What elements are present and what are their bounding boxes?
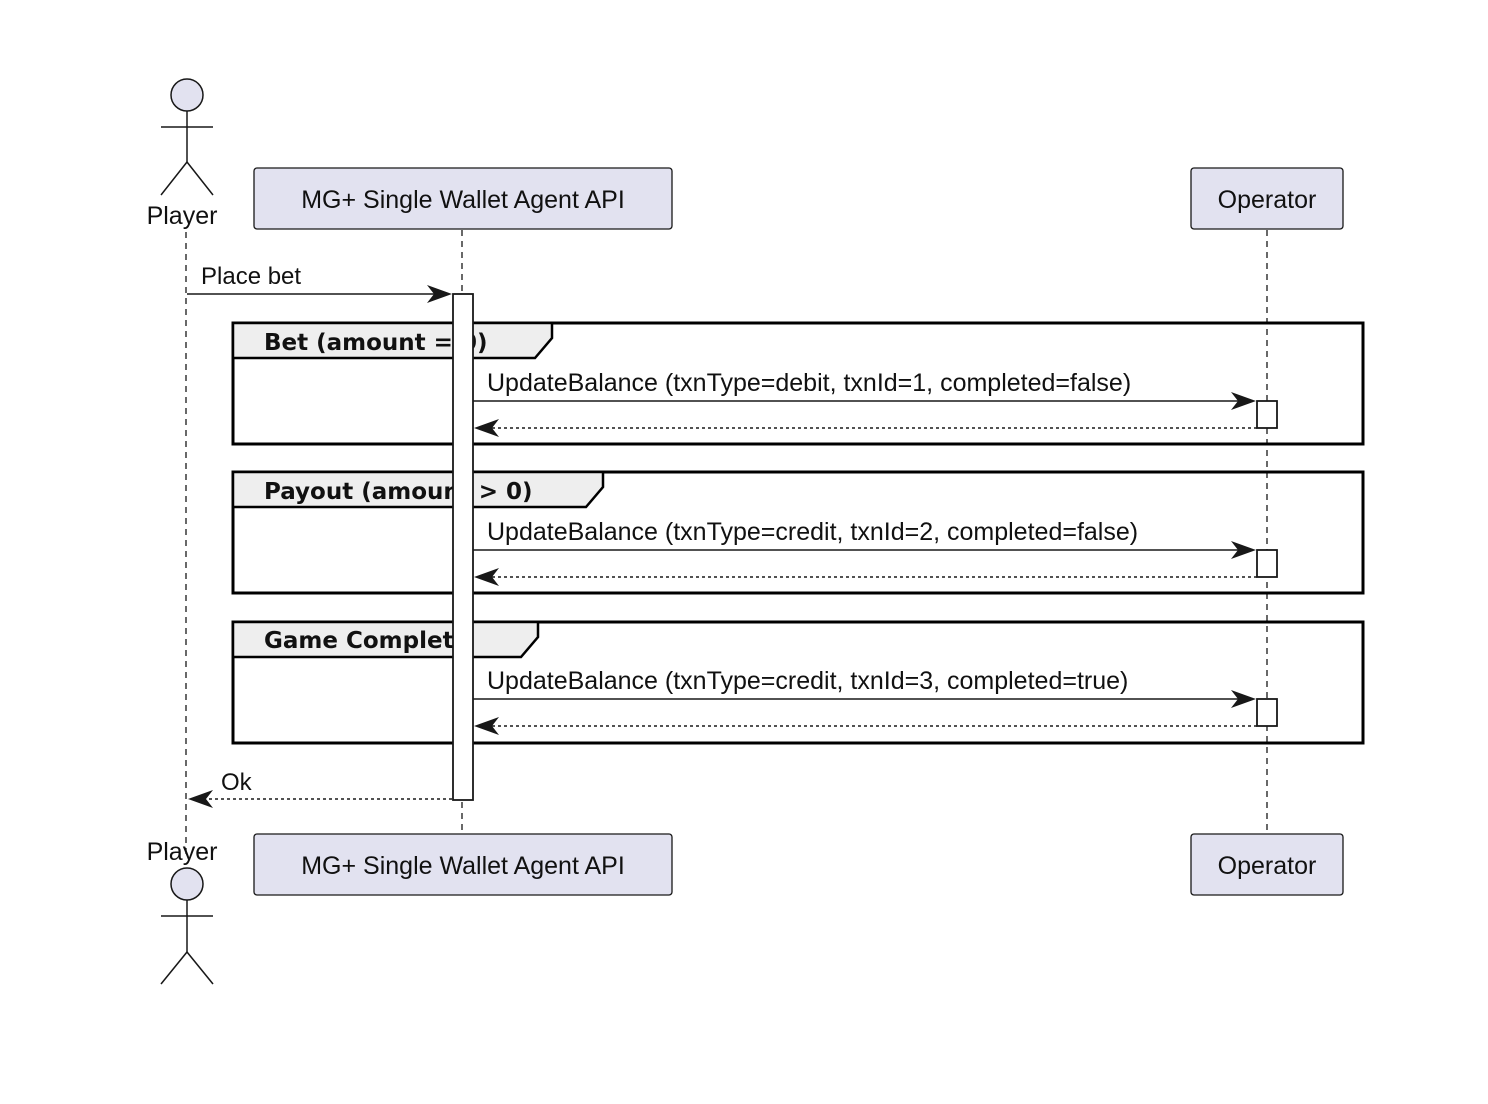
- api-participant-bottom: MG+ Single Wallet Agent API: [253, 833, 673, 896]
- message-place-bet-label: Place bet: [201, 263, 301, 290]
- operator-activation-bar-3: [1256, 698, 1278, 727]
- message-place-bet: Place bet: [187, 263, 452, 303]
- message-update-balance-2-label: UpdateBalance (txnType=credit, txnId=2, …: [487, 518, 1138, 546]
- operator-participant-bottom: Operator: [1190, 833, 1344, 896]
- message-update-balance-1-label: UpdateBalance (txnType=debit, txnId=1, c…: [487, 369, 1131, 397]
- return-update-balance-2: [474, 568, 1257, 586]
- operator-label-top: Operator: [1218, 186, 1317, 214]
- return-update-balance-1: [474, 419, 1257, 437]
- message-ok: Ok: [188, 769, 452, 808]
- operator-activation-bar-2: [1256, 549, 1278, 578]
- player-label-bottom: Player: [147, 838, 218, 866]
- operator-participant-top: Operator: [1190, 167, 1344, 230]
- message-update-balance-3-label: UpdateBalance (txnType=credit, txnId=3, …: [487, 667, 1128, 695]
- api-label-top: MG+ Single Wallet Agent API: [301, 186, 625, 214]
- frame-bet-title: Bet (amount = 0): [264, 330, 487, 356]
- operator-label-bottom: Operator: [1218, 852, 1317, 880]
- frame-payout-title: Payout (amount > 0): [264, 479, 533, 505]
- message-update-balance-1: UpdateBalance (txnType=debit, txnId=1, c…: [473, 369, 1256, 410]
- message-update-balance-3: UpdateBalance (txnType=credit, txnId=3, …: [473, 667, 1256, 708]
- frame-game-complete-title: Game Complete: [264, 628, 469, 654]
- return-update-balance-3: [474, 717, 1257, 735]
- frame-payout: Payout (amount > 0): [231, 470, 1365, 595]
- player-actor-bottom: [160, 867, 214, 985]
- player-label-top: Player: [147, 202, 218, 230]
- player-actor-top: [160, 78, 214, 196]
- operator-activation-bar-1: [1256, 400, 1278, 429]
- api-activation-bar: [452, 293, 474, 801]
- api-participant-top: MG+ Single Wallet Agent API: [253, 167, 673, 230]
- message-update-balance-2: UpdateBalance (txnType=credit, txnId=2, …: [473, 518, 1256, 559]
- message-ok-label: Ok: [221, 769, 253, 796]
- api-label-bottom: MG+ Single Wallet Agent API: [301, 852, 625, 880]
